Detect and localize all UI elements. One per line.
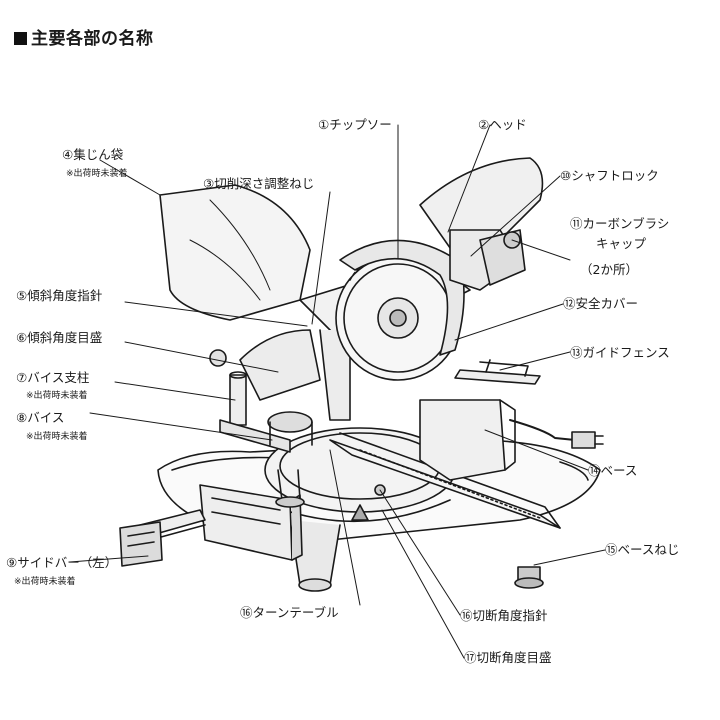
leader-14 (484, 429, 589, 471)
note-vise-column: ※出荷時未装着 (26, 391, 88, 401)
leader-17 (379, 489, 461, 616)
bevel-knob (209, 349, 227, 367)
page-title: 主要各部の名称 (14, 24, 154, 49)
label-vise: ⑧バイス (16, 410, 65, 425)
label-shaft-lock: ⑩シャフトロック (560, 168, 659, 183)
label-bevel-scale: ⑥傾斜角度目盛 (16, 330, 103, 345)
label-carbon-brush-count: （2か所） (580, 262, 638, 277)
leader-3 (311, 191, 331, 325)
safety-cover (339, 239, 465, 356)
leader-15 (533, 549, 606, 566)
label-side-bar: ⑨サイドバー（左） (6, 555, 118, 570)
label-base-screw: ⑮ベースねじ (605, 542, 680, 557)
leader-4 (99, 159, 161, 196)
leader-9 (69, 555, 149, 563)
leader-lines (69, 124, 606, 659)
leader-8 (89, 412, 273, 441)
leader-10 (470, 175, 561, 257)
leader-13 (499, 351, 571, 371)
label-dust-bag: ④集じん袋 (62, 147, 124, 162)
label-guide-fence: ⑬ガイドフェンス (570, 345, 670, 360)
power-cord (509, 419, 576, 441)
title-text: 主要各部の名称 (31, 29, 154, 49)
note-vise: ※出荷時未装着 (26, 432, 88, 442)
note-dust-bag: ※出荷時未装着 (66, 169, 128, 179)
label-miter-scale: ⑰切断角度目盛 (464, 650, 552, 665)
leader-12 (454, 303, 564, 341)
label-head: ②ヘッド (478, 117, 527, 132)
label-depth-adjust-screw: ③切削深さ調整ねじ (203, 176, 315, 191)
leader-6 (124, 341, 279, 373)
leader-7 (114, 381, 236, 401)
label-vise-column: ⑦バイス支柱 (16, 370, 90, 385)
leader-11 (511, 239, 571, 261)
label-safety-cover: ⑫安全カバー (563, 296, 639, 311)
label-carbon-brush-cap: キャップ (596, 236, 647, 251)
label-bevel-pointer: ⑤傾斜角度指針 (16, 288, 103, 303)
label-miter-pointer: ⑯切断角度指針 (460, 608, 548, 623)
leader-16 (329, 449, 361, 606)
vise-bar (219, 419, 291, 453)
note-side-bar: ※出荷時未装着 (14, 577, 76, 587)
label-tip-saw: ①チップソー (318, 117, 392, 132)
label-turntable: ⑯ターンテーブル (240, 605, 339, 620)
leader-18 (381, 509, 465, 659)
dust-bag (159, 184, 311, 321)
label-base: ⑭ベース (588, 463, 638, 478)
square-bullet-icon (14, 32, 27, 45)
leader-5 (124, 301, 308, 327)
vise-knob (267, 411, 313, 433)
label-carbon-brush: ⑪カーボンブラシ (570, 216, 670, 231)
leader-2 (447, 124, 491, 233)
